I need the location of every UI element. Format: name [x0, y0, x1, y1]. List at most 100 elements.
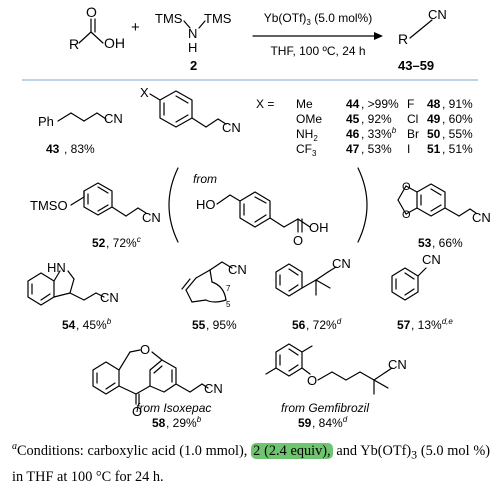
reaction-scheme: R O OH + TMS N H TMS 2 Yb(OTf)3 (5.0 mol… — [69, 4, 447, 73]
from-label: from — [193, 172, 217, 186]
footnote-mark: a — [12, 441, 17, 452]
sub-right-3-yield: , 51% — [442, 142, 473, 156]
condition-solvent-temp: THF, 100 ºC, 24 h — [270, 44, 365, 58]
cn-label: CN — [142, 210, 161, 225]
sub-left-0: Me — [296, 97, 313, 111]
nh-hydrogen-label: H — [188, 40, 197, 55]
compound-number: 53 — [418, 236, 432, 250]
compound-yield: , 45%b — [76, 317, 112, 332]
cn-label: CN — [100, 290, 119, 305]
compound-number: 56 — [292, 318, 306, 332]
sub-right-1-yield: , 60% — [442, 112, 473, 126]
sub-right-2: Br — [407, 127, 419, 141]
compound-56: CN 56 , 72%d — [275, 256, 351, 332]
cn-label: CN — [204, 381, 223, 396]
compound-yield: , 84%d — [312, 415, 348, 430]
compound-x-benzyl-nitrile: X CN — [140, 85, 241, 135]
sub-right-0-num: 48 — [427, 97, 441, 111]
sub-right-3: I — [407, 142, 410, 156]
ho-label: HO — [196, 197, 216, 212]
sub-left-0-num: 44 — [346, 97, 360, 111]
compound-58: O O CN from Isoxepac 58 , 29%b — [92, 342, 223, 430]
substituent-table: X = Me 44 , >99% OMe 45 , 92% NH2 46 , 3… — [256, 97, 473, 158]
compound-yield: , 72%d — [306, 317, 342, 332]
product-r-label: R — [398, 31, 408, 47]
footnote-part1: Conditions: carboxylic acid (1.0 mmol), — [17, 442, 252, 459]
condition-catalyst: Yb(OTf)3 (5.0 mol%) — [264, 11, 372, 27]
reagent-r-label: R — [69, 36, 79, 52]
acid-oh-label: OH — [309, 220, 329, 235]
cn-label: CN — [222, 120, 241, 135]
plus-sign: + — [131, 19, 140, 36]
compound-yield: , 13%d,e — [411, 317, 453, 332]
compound-yield: , 66% — [432, 236, 463, 250]
product-cn-label: CN — [428, 7, 447, 22]
compound-number: 52 — [92, 236, 106, 250]
cn-label: CN — [388, 357, 407, 372]
reaction-arrow: Yb(OTf)3 (5.0 mol%) THF, 100 ºC, 24 h — [252, 11, 383, 58]
ether-oxygen-label: O — [307, 373, 317, 388]
compound-yield: , 72%c — [106, 235, 141, 250]
x-substituent-label: X — [140, 85, 149, 100]
compound-55: CN 7 5 55 , 95% — [181, 261, 247, 332]
chain-n2: 5 — [226, 300, 231, 309]
ketone-oxygen-label: O — [132, 404, 142, 419]
right-parenthesis — [357, 167, 368, 243]
cn-label: CN — [332, 256, 351, 271]
sub-right-0: F — [407, 97, 414, 111]
reagent-2-label: 2 — [190, 58, 197, 73]
sub-left-3-yield: , 53% — [361, 142, 392, 156]
compound-43: Ph CN 43 , 83% — [38, 111, 123, 156]
left-parenthesis — [168, 167, 179, 243]
tms-right-label: TMS — [204, 11, 232, 26]
sub-right-3-num: 51 — [427, 142, 441, 156]
sub-left-3-num: 47 — [346, 142, 360, 156]
compound-number: 57 — [397, 318, 411, 332]
from-isoxepac: from Isoxepac — [136, 401, 211, 415]
compound-number: 55 — [192, 318, 206, 332]
compound-53: O O CN 53 , 66% — [397, 181, 491, 250]
sub-left-2-yield: , 33%b — [361, 126, 397, 141]
sub-right-2-num: 50 — [427, 127, 441, 141]
from-gemfibrozil: from Gemfibrozil — [281, 401, 369, 415]
product-range-label: 43–59 — [398, 58, 434, 73]
sub-left-2-num: 46 — [346, 127, 360, 141]
footnote-part3: (5.0 mol %) in THF at 100 °C for 24 h. — [12, 442, 491, 485]
footnote-sub: 3 — [411, 447, 418, 462]
compound-yield: , 83% — [64, 142, 95, 156]
compound-number: 58 — [152, 416, 166, 430]
compound-number: 54 — [62, 318, 76, 332]
sub-left-0-yield: , >99% — [361, 97, 399, 111]
compound-yield: , 29%b — [166, 415, 202, 430]
chain-n1: 7 — [226, 284, 231, 293]
ring-oxygen-label: O — [140, 342, 150, 357]
tmso-label: TMSO — [30, 198, 68, 213]
carbonyl-oxygen-label: O — [86, 4, 97, 20]
table-header: X = — [256, 97, 274, 111]
footnote-highlight: 2 (2.4 equiv), — [251, 442, 333, 459]
sub-right-2-yield: , 55% — [442, 127, 473, 141]
sub-right-0-yield: , 91% — [442, 97, 473, 111]
hydroxyl-label: OH — [104, 35, 125, 51]
cn-label: CN — [472, 210, 491, 225]
cn-label: CN — [104, 111, 123, 126]
nitrogen-label: N — [188, 26, 197, 41]
sub-left-1: OMe — [296, 112, 322, 126]
footnote-part2: and Yb(OTf) — [332, 442, 412, 459]
sub-right-1: Cl — [407, 112, 418, 126]
compound-number: 43 — [46, 142, 60, 156]
sub-left-3: CF3 — [296, 142, 317, 158]
from-precursor: from HO O OH — [168, 167, 368, 248]
sub-left-2: NH2 — [296, 127, 318, 143]
nitrile-product-structure: R CN 43–59 — [398, 7, 447, 73]
compound-59: O CN from Gemfibrozil 59 , 84%d — [265, 343, 407, 430]
compound-57: CN 57 , 13%d,e — [391, 252, 453, 332]
compound-number: 59 — [298, 416, 312, 430]
hn-label: HN — [47, 260, 66, 275]
conditions-footnote: aConditions: carboxylic acid (1.0 mmol),… — [12, 436, 490, 488]
compound-52: TMSO CN 52 , 72%c — [30, 182, 161, 250]
compound-54: HN CN 54 , 45%b — [27, 260, 119, 332]
sub-left-1-yield: , 92% — [361, 112, 392, 126]
sub-right-1-num: 49 — [427, 112, 441, 126]
